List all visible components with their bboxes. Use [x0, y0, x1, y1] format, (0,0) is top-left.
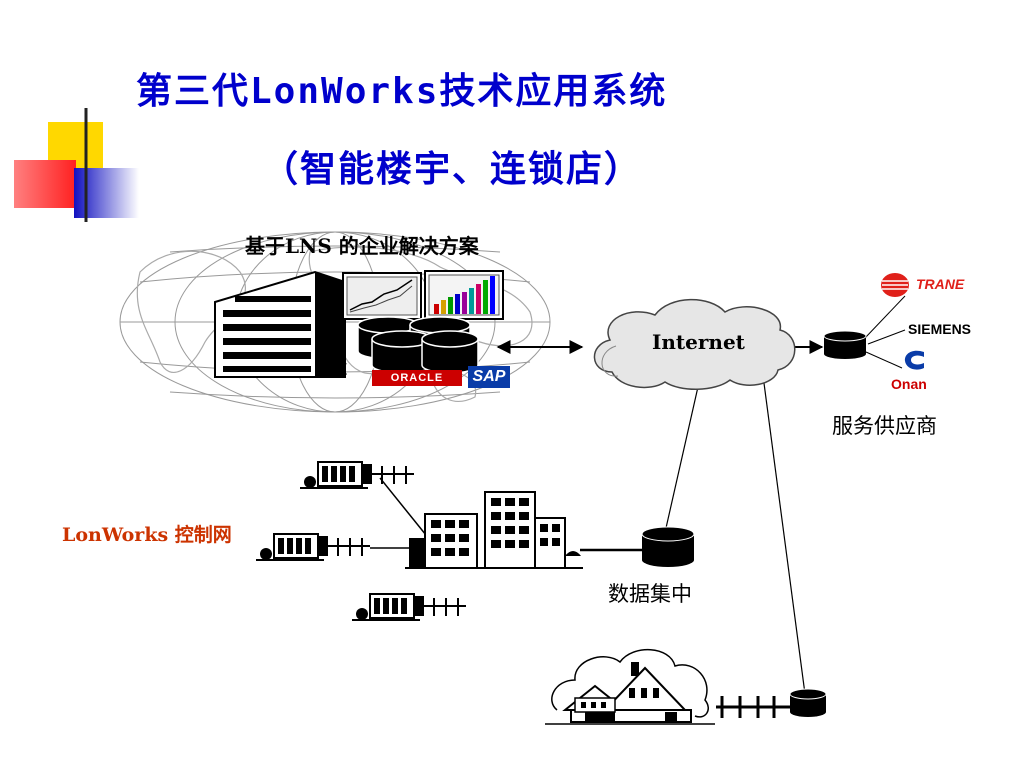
- vendor-server-icon: [823, 330, 867, 359]
- office-buildings-icon: [405, 491, 583, 569]
- slide-title-line1: 第三代LonWorks技术应用系统: [136, 71, 668, 112]
- lonworks-network-label: LonWorks 控制网: [62, 524, 232, 546]
- internet-label: Internet: [652, 330, 745, 354]
- dotnet-logo: .net: [313, 355, 347, 380]
- trane-globe-icon: [881, 273, 909, 297]
- database-cluster-icon: [357, 316, 479, 374]
- siemens-logo: SIEMENS: [908, 321, 972, 337]
- data-center-label: 数据集中: [608, 582, 692, 606]
- onan-logo: Onan: [891, 376, 927, 392]
- corner-decoration: [14, 108, 1000, 222]
- home-internet-arrow: [758, 367, 806, 695]
- bar-chart-monitor-icon: [424, 270, 504, 320]
- smart-home-house-icon: [545, 648, 715, 725]
- enterprise-solution-label: 基于LNS 的企业解决方案: [245, 234, 479, 258]
- lonworks-device-1-icon: [300, 461, 414, 489]
- trane-logo: TRANE: [916, 276, 965, 292]
- oracle-logo: ORACLE: [372, 370, 462, 386]
- lonworks-device-3-icon: [352, 593, 466, 621]
- sap-logo: SAP: [468, 366, 510, 388]
- onan-emblem-icon: [904, 350, 924, 370]
- data-center-database-icon: [641, 526, 695, 567]
- service-provider-label: 服务供应商: [832, 414, 937, 438]
- enterprise-building-icon: [214, 270, 346, 378]
- slide-title-line2: （智能楼宇、连锁店）: [262, 149, 643, 190]
- datacenter-internet-arrow: [665, 377, 703, 529]
- internet-cloud: [593, 298, 796, 390]
- line-chart-monitor-icon: [342, 272, 422, 320]
- lonworks-device-2-icon: [256, 533, 370, 561]
- home-lonworks-node-icon: [716, 696, 790, 718]
- home-server-icon: [789, 688, 827, 717]
